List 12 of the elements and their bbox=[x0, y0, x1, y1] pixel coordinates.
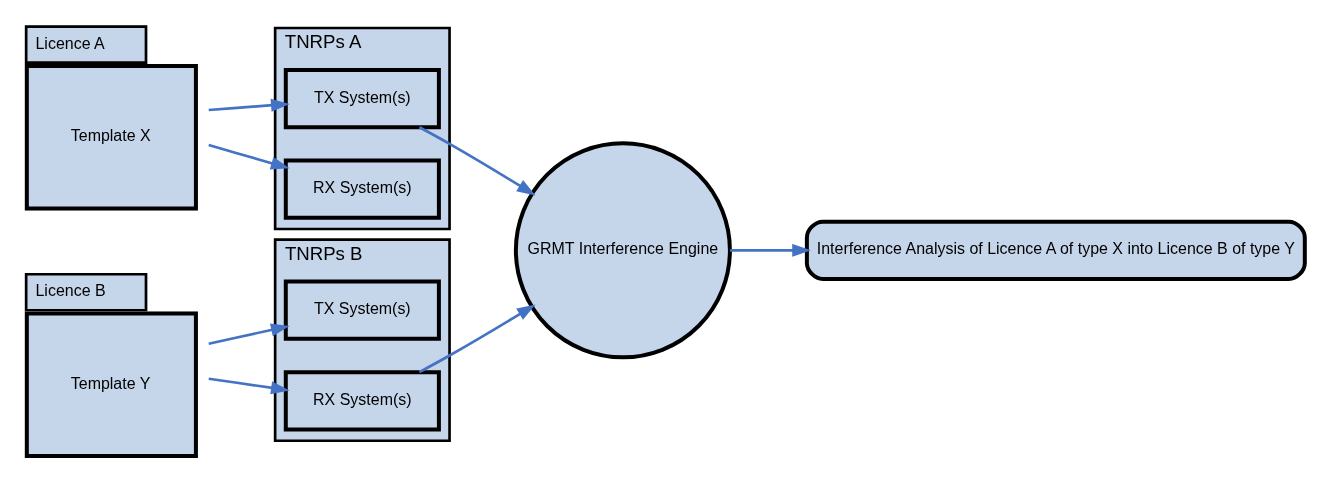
node-box: Interference Analysis of Licence A of type X into Licence B of type Y bbox=[804, 219, 1307, 281]
arrow bbox=[418, 126, 536, 196]
node-box: TX System(s) bbox=[283, 67, 441, 130]
arrow bbox=[418, 304, 536, 374]
arrow bbox=[730, 243, 811, 257]
arrow bbox=[208, 98, 290, 112]
arrow bbox=[208, 143, 290, 170]
node-box: TX System(s) bbox=[283, 279, 441, 341]
arrow bbox=[208, 377, 290, 395]
arrow bbox=[208, 323, 290, 345]
node-box: RX System(s) bbox=[283, 158, 441, 220]
node-box: RX System(s) bbox=[283, 370, 441, 432]
